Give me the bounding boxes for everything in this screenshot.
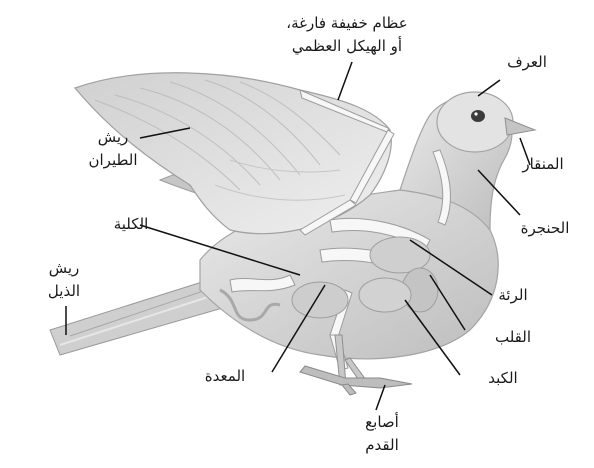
label-liver: الكبد bbox=[468, 369, 538, 388]
label-tail-feathers-line1: ريش bbox=[34, 259, 94, 278]
label-heart: القلب bbox=[478, 328, 548, 347]
leader-toes bbox=[376, 385, 385, 410]
label-flight-feathers-line1: ريش bbox=[78, 128, 148, 147]
label-flight-feathers-line2: الطيران bbox=[78, 151, 148, 170]
liver-shape bbox=[359, 278, 411, 312]
label-bones-line1: عظام خفيفة فارغة، bbox=[262, 14, 432, 33]
label-stomach: المعدة bbox=[185, 367, 265, 386]
eye-shape bbox=[471, 110, 485, 122]
beak-shape bbox=[505, 118, 535, 135]
label-kidney: الكلية bbox=[96, 215, 166, 234]
label-tail-feathers-line2: الذيل bbox=[34, 282, 94, 301]
label-larynx: الحنجرة bbox=[505, 219, 585, 238]
stomach-shape bbox=[292, 282, 348, 318]
label-toes-line2: القدم bbox=[342, 436, 422, 455]
label-comb: العرف bbox=[487, 53, 567, 72]
label-beak: المنقار bbox=[508, 155, 578, 174]
head-shape bbox=[437, 92, 513, 152]
label-lung: الرئة bbox=[478, 286, 548, 305]
label-bones-line2: أو الهيكل العظمي bbox=[262, 37, 432, 56]
leader-bones bbox=[338, 62, 352, 100]
label-toes-line1: أصابع bbox=[342, 413, 422, 432]
